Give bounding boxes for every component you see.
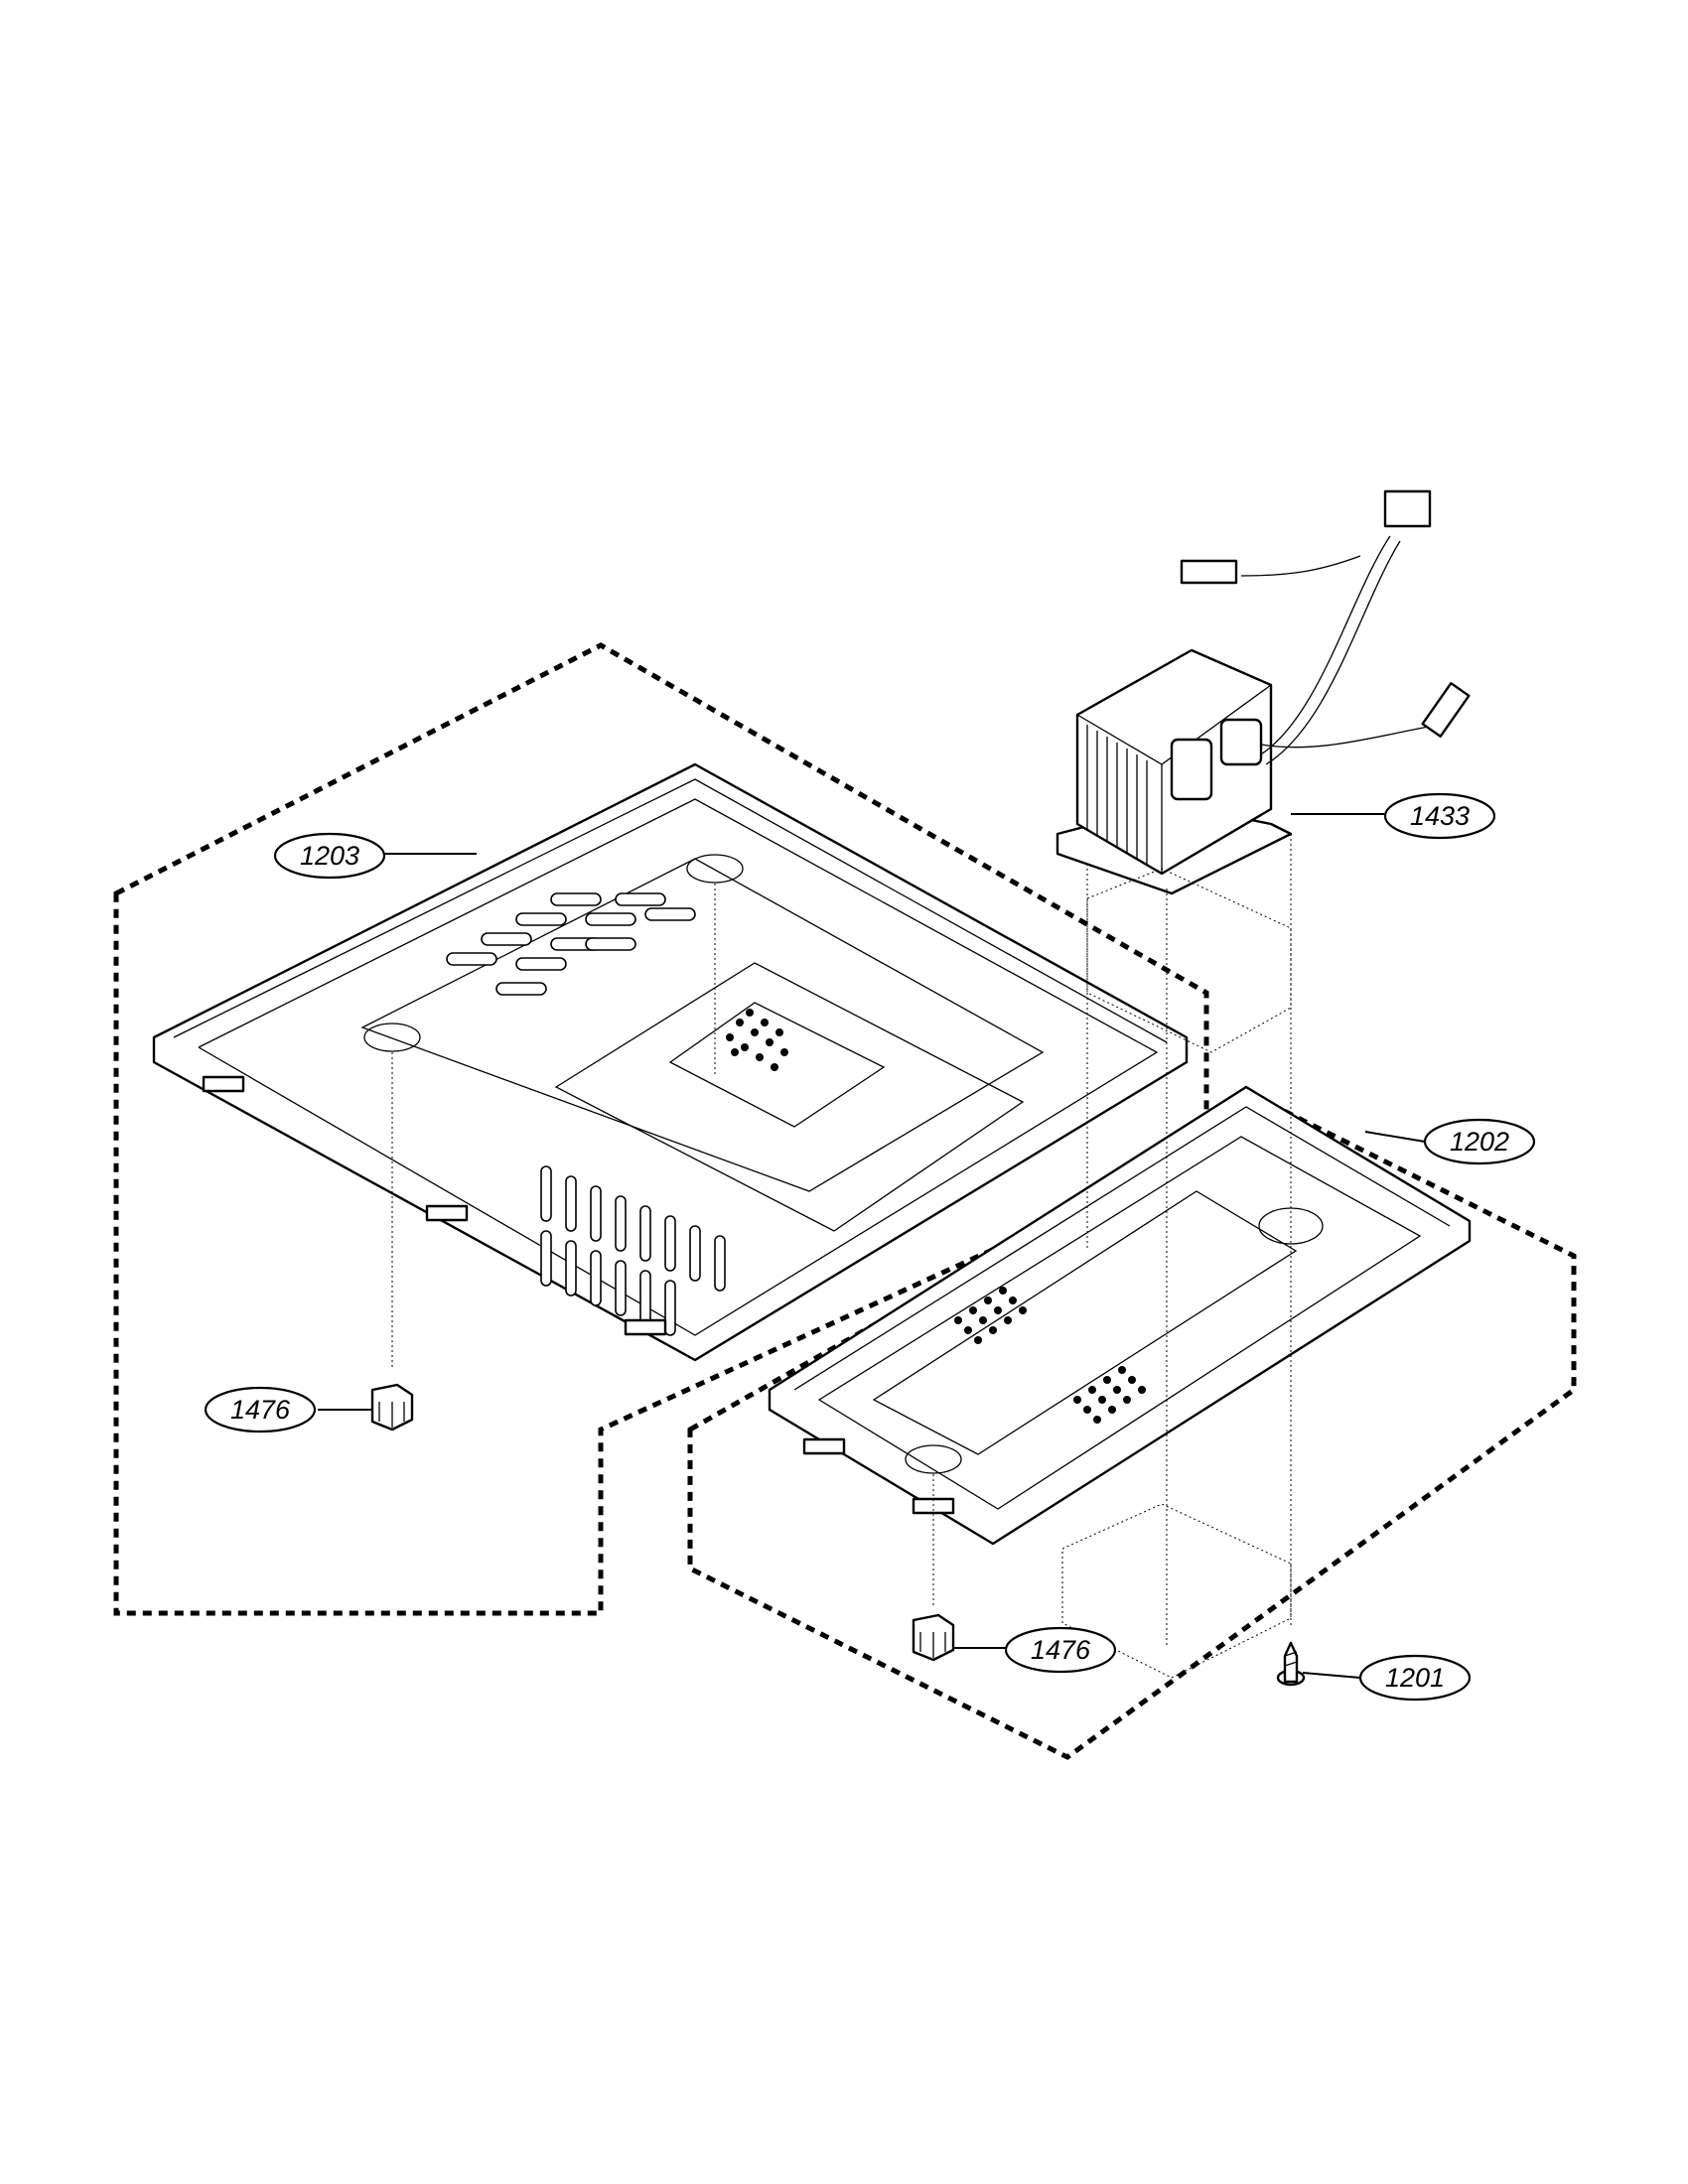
svg-text:1476: 1476 — [230, 1395, 291, 1425]
callout-1201: 1201 — [1358, 1654, 1472, 1702]
svg-text:1203: 1203 — [300, 841, 359, 871]
screw-1201 — [1276, 1641, 1306, 1687]
foot-1476-right — [912, 1613, 955, 1662]
callout-1202: 1202 — [1423, 1118, 1536, 1165]
svg-text:1433: 1433 — [1410, 801, 1470, 831]
callout-1476-left: 1476 — [204, 1386, 317, 1433]
projection-lines — [391, 834, 1292, 1679]
callout-1476-right: 1476 — [1004, 1626, 1117, 1674]
base-plate-1202 — [768, 1085, 1472, 1546]
svg-text:1202: 1202 — [1450, 1127, 1509, 1157]
connector-right — [1421, 682, 1471, 738]
hole-grid-1202-left — [954, 1287, 1027, 1344]
vent-slots-lower — [540, 1165, 726, 1336]
foot-1476-left — [370, 1383, 414, 1432]
callout-1203: 1203 — [273, 832, 386, 880]
svg-text:1201: 1201 — [1385, 1663, 1445, 1693]
connector-left — [1180, 559, 1238, 585]
svg-text:1476: 1476 — [1031, 1635, 1091, 1665]
connector-top — [1383, 489, 1432, 528]
hole-grid-center — [726, 1009, 788, 1071]
group-border-left — [113, 642, 1209, 1616]
transformer-1433 — [1055, 489, 1471, 895]
base-plate-1203 — [152, 762, 1189, 1362]
callout-1433: 1433 — [1383, 792, 1496, 840]
transformer-fins — [1086, 725, 1148, 865]
leader-1201 — [1302, 1672, 1361, 1679]
leader-1202 — [1364, 1131, 1426, 1143]
hole-grid-1202-right — [1073, 1366, 1146, 1424]
vent-slots-upper — [446, 892, 696, 996]
